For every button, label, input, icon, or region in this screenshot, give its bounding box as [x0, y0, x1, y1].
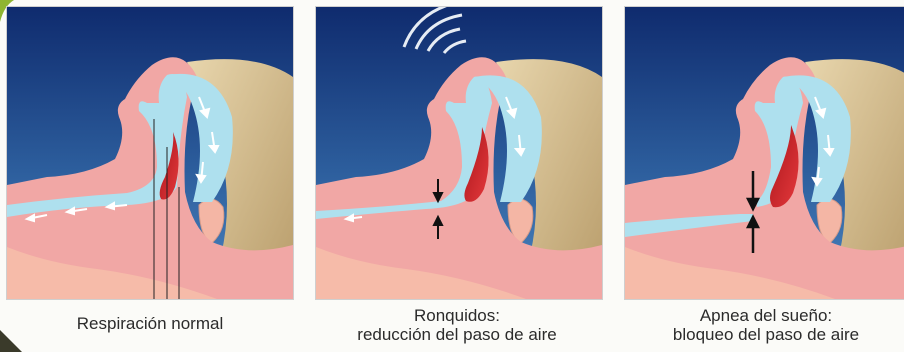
caption-normal-breathing: Respiración normal: [0, 314, 300, 333]
caption-line: Ronquidos:: [307, 306, 607, 325]
panel-snoring: [315, 6, 603, 300]
panel-normal-breathing: [6, 6, 294, 300]
caption-snoring: Ronquidos: reducción del paso de aire: [307, 306, 607, 344]
caption-line: bloqueo del paso de aire: [616, 325, 904, 344]
caption-sleep-apnea: Apnea del sueño: bloqueo del paso de air…: [616, 306, 904, 344]
caption-line: Apnea del sueño:: [616, 306, 904, 325]
panel-sleep-apnea: [624, 6, 904, 300]
caption-line: reducción del paso de aire: [307, 325, 607, 344]
caption-line: Respiración normal: [0, 314, 300, 333]
